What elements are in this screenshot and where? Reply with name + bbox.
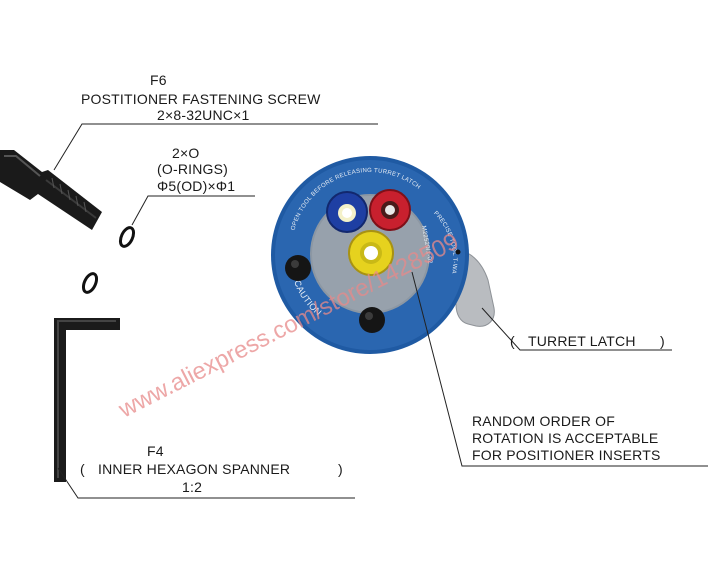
- label-f6: F6 POSTITIONER FASTENING SCREW 2×8-32UNC…: [81, 72, 321, 123]
- turret-screw-bottom: [359, 307, 385, 333]
- f6-code: F6: [150, 72, 167, 88]
- o-ring-lower: [81, 272, 99, 294]
- svg-text:): ): [338, 461, 343, 477]
- f4-code: F4: [147, 443, 164, 459]
- turret-screw-left: [285, 255, 311, 281]
- o-rings-qty: 2×O: [172, 145, 199, 161]
- leader-lines: [53, 123, 708, 499]
- label-o-rings: 2×O (O-RINGS) Φ5(OD)×Φ1: [157, 145, 235, 194]
- note-line-2: ROTATION IS ACCEPTABLE: [472, 430, 658, 446]
- o-rings-name: (O-RINGS): [157, 161, 228, 177]
- fastening-screw: [0, 150, 102, 230]
- label-turret-latch: ( TURRET LATCH ): [510, 333, 665, 349]
- hex-spanner: [54, 318, 120, 482]
- turret-dot: [455, 249, 461, 255]
- svg-text:(: (: [80, 461, 85, 477]
- positioner-insert-blue: [326, 191, 368, 233]
- f6-spec: 2×8-32UNC×1: [157, 107, 249, 123]
- f6-name: POSTITIONER FASTENING SCREW: [81, 91, 321, 107]
- f4-name: INNER HEXAGON SPANNER: [98, 461, 290, 477]
- turret-latch-label: TURRET LATCH: [528, 333, 636, 349]
- positioner-insert-red: [369, 189, 411, 231]
- turret-head: OPEN TOOL BEFORE RELEASING TURRET LATCH …: [271, 156, 469, 354]
- o-rings-spec: Φ5(OD)×Φ1: [157, 178, 235, 194]
- o-ring-upper: [118, 226, 136, 248]
- f4-scale: 1:2: [182, 479, 202, 495]
- label-note: RANDOM ORDER OF ROTATION IS ACCEPTABLE F…: [472, 413, 661, 463]
- note-line-1: RANDOM ORDER OF: [472, 413, 615, 429]
- svg-text:(: (: [510, 333, 515, 349]
- positioner-insert-yellow: [348, 230, 394, 276]
- note-line-3: FOR POSITIONER INSERTS: [472, 447, 661, 463]
- svg-text:): ): [660, 333, 665, 349]
- label-f4: F4 ( INNER HEXAGON SPANNER ) 1:2: [80, 443, 343, 495]
